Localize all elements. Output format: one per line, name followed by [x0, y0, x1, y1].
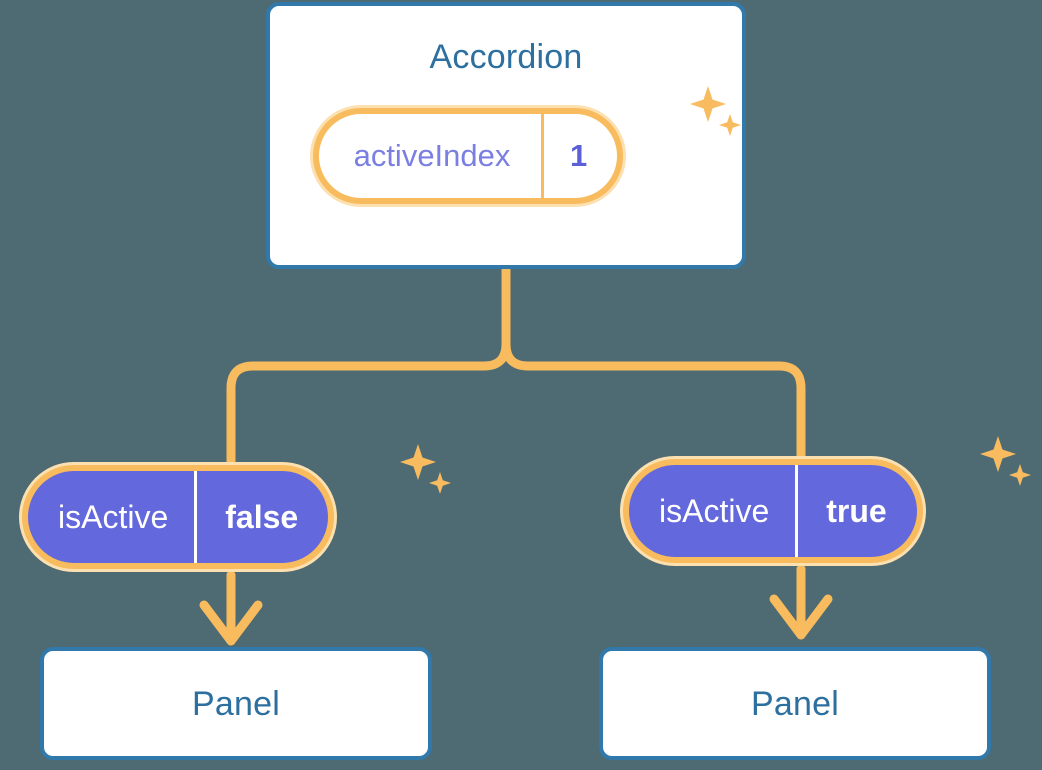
state-pill-active-index[interactable]: activeIndex 1 — [309, 105, 627, 207]
prop-pill-right[interactable]: isActive true — [620, 456, 926, 566]
prop-value: true — [795, 465, 916, 557]
prop-value: false — [194, 471, 328, 563]
state-pill[interactable]: isActive false — [18, 462, 338, 572]
state-pill[interactable]: activeIndex 1 — [309, 105, 627, 207]
prop-key: isActive — [659, 492, 770, 529]
panel-title: Panel — [751, 684, 839, 723]
component-card-panel-right[interactable]: Panel — [599, 647, 991, 760]
component-card-panel-left[interactable]: Panel — [40, 647, 432, 760]
prop-key: isActive — [58, 498, 169, 535]
state-value: 1 — [541, 114, 617, 198]
state-key: activeIndex — [353, 138, 511, 173]
sparkle-icon — [978, 434, 1034, 495]
arrow-down-icon-left — [199, 600, 263, 646]
page-title: Accordion — [429, 38, 583, 76]
arrow-down-icon-right — [769, 594, 833, 640]
prop-pill-left[interactable]: isActive false — [18, 462, 338, 572]
connector-branch-right — [501, 339, 806, 469]
state-pill[interactable]: isActive true — [620, 456, 926, 566]
connector-branch-left — [226, 339, 511, 475]
sparkle-icon — [398, 442, 454, 503]
panel-title: Panel — [192, 684, 280, 723]
